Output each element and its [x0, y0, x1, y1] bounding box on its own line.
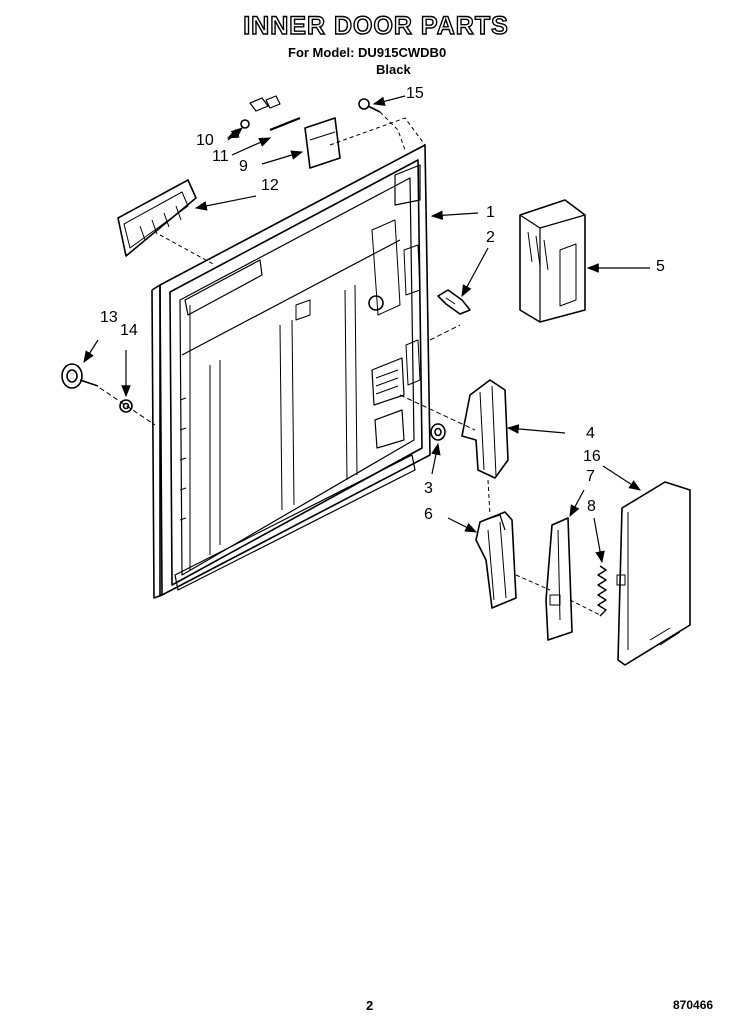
slide-7-part	[545, 517, 601, 641]
callout-8: 8	[587, 498, 596, 515]
nut-3-part	[430, 423, 446, 441]
callout-12: 12	[261, 177, 279, 194]
cover-panel-part	[616, 481, 691, 666]
callout-7: 7	[586, 468, 595, 485]
callout-1: 1	[486, 204, 495, 221]
clip-part	[304, 117, 341, 169]
callout-3: 3	[424, 480, 433, 497]
callout-2: 2	[486, 229, 495, 246]
callout-13: 13	[100, 309, 118, 326]
callout-5: 5	[656, 258, 665, 275]
callout-9: 9	[239, 158, 248, 175]
callout-leaders	[83, 95, 650, 564]
callout-14: 14	[120, 322, 138, 339]
small-hardware-parts	[240, 95, 301, 132]
vent-housing-part	[519, 199, 586, 323]
spring-8-part	[597, 565, 607, 617]
callout-11: 11	[212, 148, 229, 165]
hinge-parts-13-14	[61, 363, 156, 426]
callout-16: 16	[583, 448, 601, 465]
page-title: INNER DOOR PARTS	[243, 11, 509, 40]
callout-10: 10	[196, 132, 214, 149]
model-line: For Model: DU915CWDB0	[288, 45, 447, 60]
catch-assembly-part	[475, 511, 551, 609]
latch-2-part	[437, 289, 471, 315]
callout-6: 6	[424, 506, 433, 523]
color-line: Black	[376, 62, 411, 77]
latch-housing-part	[461, 379, 509, 516]
figure-code: 870466	[673, 998, 714, 1012]
screw-15-part	[358, 98, 406, 151]
callout-15: 15	[406, 85, 424, 102]
page-number: 2	[366, 998, 374, 1013]
inner-door-panel-part	[151, 117, 476, 599]
handle-bracket-part	[117, 179, 216, 266]
callout-4: 4	[586, 425, 595, 442]
